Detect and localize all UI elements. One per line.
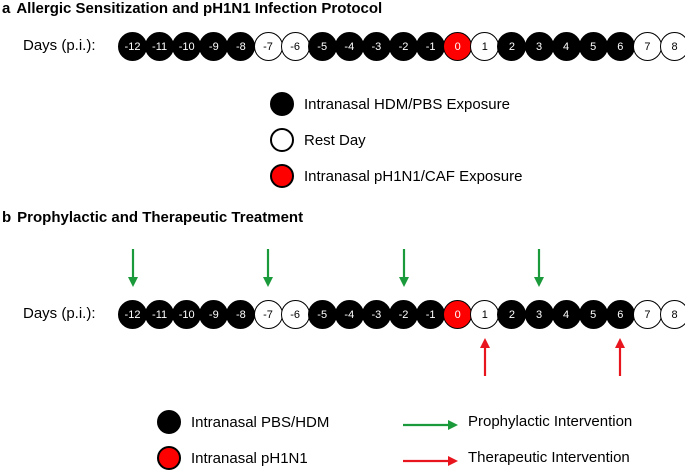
panel-b-title-text: Prophylactic and Therapeutic Treatment: [17, 209, 304, 226]
therapeutic-arrow-icon: [479, 338, 491, 376]
panel-a-day-3: 3: [524, 32, 554, 61]
prophylactic-legend-label: Prophylactic Intervention: [468, 413, 633, 430]
panel-b-day--4: -4: [334, 300, 364, 329]
panel-b-day--5: -5: [307, 300, 337, 329]
panel-b-day-0: 0: [443, 300, 473, 329]
panel-a-legend-label: Intranasal pH1N1/CAF Exposure: [304, 167, 523, 185]
panel-a-legend-item-exp: Intranasal HDM/PBS Exposure: [270, 92, 510, 116]
panel-a-letter: a: [2, 0, 11, 17]
panel-a-legend-marker-inf: [270, 164, 294, 188]
panel-a-title: a Allergic Sensitization and pH1N1 Infect…: [2, 0, 382, 17]
panel-b-title: b Prophylactic and Therapeutic Treatment: [2, 209, 303, 226]
panel-b-day--6: -6: [280, 300, 310, 329]
panel-b-letter: b: [2, 209, 12, 226]
panel-a-day--3: -3: [361, 32, 391, 61]
prophylactic-arrow-icon: [127, 249, 139, 287]
panel-b-day--7: -7: [253, 300, 283, 329]
panel-a-day-0: 0: [443, 32, 473, 61]
panel-a-day--5: -5: [307, 32, 337, 61]
panel-b-day--1: -1: [416, 300, 446, 329]
panel-b-legend-label: Intranasal pH1N1: [191, 449, 308, 467]
panel-b-day-5: 5: [578, 300, 608, 329]
panel-a-legend-item-inf: Intranasal pH1N1/CAF Exposure: [270, 164, 522, 188]
panel-a-day--1: -1: [416, 32, 446, 61]
panel-a-legend-label: Rest Day: [304, 131, 366, 149]
panel-b-day-7: 7: [632, 300, 662, 329]
panel-a-day-7: 7: [632, 32, 662, 61]
panel-a-day--11: -11: [145, 32, 175, 61]
prophylactic-arrow-icon: [398, 249, 410, 287]
panel-b-day-6: 6: [605, 300, 635, 329]
panel-b-legend-marker-inf: [157, 446, 181, 470]
panel-b-day--9: -9: [199, 300, 229, 329]
panel-a-legend-label: Intranasal HDM/PBS Exposure: [304, 95, 510, 113]
panel-a-day-8: 8: [660, 32, 685, 61]
panel-b-legend-item-inf: Intranasal pH1N1: [157, 446, 308, 470]
panel-b-day-1: 1: [470, 300, 500, 329]
panel-b-day--12: -12: [118, 300, 147, 329]
panel-a-day--10: -10: [172, 32, 202, 61]
panel-b-day-8: 8: [660, 300, 685, 329]
panel-b-legend-label: Intranasal PBS/HDM: [191, 413, 330, 431]
panel-a-legend-marker-rest: [270, 128, 294, 152]
panel-b-day--11: -11: [145, 300, 175, 329]
therapeutic-legend-label: Therapeutic Intervention: [468, 449, 630, 466]
panel-a-title-text: Allergic Sensitization and pH1N1 Infecti…: [16, 0, 383, 17]
panel-b-day--10: -10: [172, 300, 202, 329]
panel-a-day--2: -2: [389, 32, 418, 61]
panel-a-legend-item-rest: Rest Day: [270, 128, 366, 152]
panel-a-days-label: Days (p.i.):: [23, 37, 96, 54]
panel-b-day--8: -8: [226, 300, 256, 329]
panel-b-days-label: Days (p.i.):: [23, 305, 96, 322]
panel-a-legend-marker-exp: [270, 92, 294, 116]
panel-a-day--4: -4: [334, 32, 364, 61]
panel-b-day--2: -2: [389, 300, 418, 329]
panel-a-day-5: 5: [578, 32, 608, 61]
panel-a-day--6: -6: [280, 32, 310, 61]
panel-a-day--12: -12: [118, 32, 147, 61]
panel-b-day-2: 2: [497, 300, 527, 329]
therapeutic-arrow-icon: [614, 338, 626, 376]
panel-a-day-1: 1: [470, 32, 500, 61]
prophylactic-arrow-icon: [262, 249, 274, 287]
panel-a-day--7: -7: [253, 32, 283, 61]
prophylactic-arrow-icon: [533, 249, 545, 287]
panel-b-legend-marker-exp: [157, 410, 181, 434]
panel-a-day--9: -9: [199, 32, 229, 61]
panel-a-day-6: 6: [605, 32, 635, 61]
panel-b-day--3: -3: [361, 300, 391, 329]
panel-b-day-3: 3: [524, 300, 554, 329]
panel-a-day--8: -8: [226, 32, 256, 61]
panel-b-day-4: 4: [551, 300, 581, 329]
panel-a-day-4: 4: [551, 32, 581, 61]
panel-b-legend-item-exp: Intranasal PBS/HDM: [157, 410, 329, 434]
panel-a-day-2: 2: [497, 32, 527, 61]
therapeutic-legend-arrow-icon: [403, 454, 458, 466]
prophylactic-legend-arrow-icon: [403, 418, 458, 430]
